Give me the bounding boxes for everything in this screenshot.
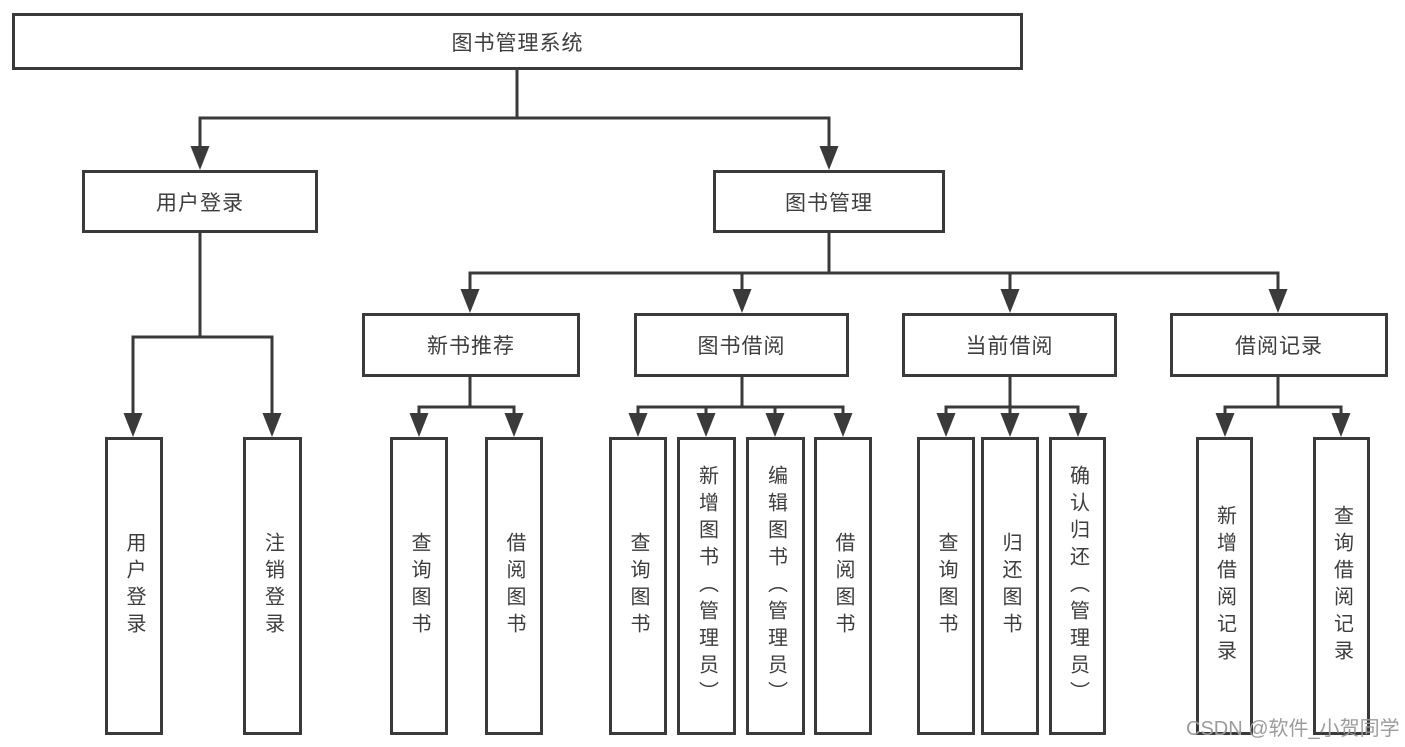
leaf-query-book-newbook: 查询图书 <box>390 437 448 735</box>
arrow-down-icon <box>936 413 956 437</box>
leaf-add-book-admin: 新增图书（管理员） <box>677 437 736 735</box>
node-user-login: 用户登录 <box>82 170 318 233</box>
node-label: 当前借阅 <box>965 335 1054 358</box>
node-current-borrow: 当前借阅 <box>902 313 1117 377</box>
leaf-label: 编辑图书（管理员） <box>764 464 787 708</box>
leaf-user-login: 用户登录 <box>105 437 163 735</box>
node-root-label: 图书管理系统 <box>451 31 584 55</box>
leaf-label: 用户登录 <box>123 532 145 640</box>
arrow-down-icon <box>504 413 524 437</box>
arrowheads <box>123 146 1351 437</box>
connector <box>417 405 516 421</box>
arrow-down-icon <box>409 413 429 437</box>
arrow-down-icon <box>262 413 282 437</box>
arrow-down-icon <box>1268 289 1288 313</box>
leaf-return-book: 归还图书 <box>981 437 1039 735</box>
node-borrow-records: 借阅记录 <box>1170 313 1388 377</box>
arrow-down-icon <box>819 146 839 170</box>
leaf-logout: 注销登录 <box>243 437 302 735</box>
connector <box>1223 405 1343 421</box>
leaf-label: 借阅图书 <box>503 532 525 640</box>
connector <box>131 335 274 421</box>
leaf-borrow-book-newbook: 借阅图书 <box>485 437 543 735</box>
arrow-down-icon <box>190 146 210 170</box>
leaf-label: 注销登录 <box>261 532 284 640</box>
leaf-query-borrow-record: 查询借阅记录 <box>1313 437 1370 735</box>
arrow-down-icon <box>1215 413 1235 437</box>
leaf-label: 查询图书 <box>935 532 957 640</box>
leaf-confirm-return-admin: 确认归还（管理员） <box>1049 437 1106 735</box>
node-root: 图书管理系统 <box>12 13 1023 70</box>
arrow-down-icon <box>696 413 716 437</box>
node-label: 图书管理 <box>785 191 873 215</box>
leaf-edit-book-admin: 编辑图书（管理员） <box>746 437 805 735</box>
leaf-label: 新增图书（管理员） <box>695 464 718 708</box>
arrow-down-icon <box>732 289 752 313</box>
arrow-down-icon <box>1068 413 1088 437</box>
leaf-label: 借阅图书 <box>832 532 854 640</box>
arrow-down-icon <box>1000 413 1020 437</box>
leaf-label: 新增借阅记录 <box>1213 505 1236 667</box>
node-new-book-recommend: 新书推荐 <box>362 313 580 377</box>
leaf-label: 查询借阅记录 <box>1330 505 1353 667</box>
leaf-query-book-borrow: 查询图书 <box>609 437 667 735</box>
leaf-label: 确认归还（管理员） <box>1066 464 1089 708</box>
arrow-down-icon <box>460 289 480 313</box>
node-label: 借阅记录 <box>1235 335 1323 358</box>
node-book-borrow: 图书借阅 <box>634 313 849 377</box>
arrow-down-icon <box>628 413 648 437</box>
node-book-management: 图书管理 <box>713 170 945 233</box>
connector <box>636 405 845 421</box>
csdn-watermark: CSDN @软件_小贺同学 <box>1186 718 1400 740</box>
arrow-down-icon <box>1331 413 1351 437</box>
leaf-label: 归还图书 <box>999 532 1021 640</box>
arrow-down-icon <box>765 413 785 437</box>
leaf-add-borrow-record: 新增借阅记录 <box>1196 437 1253 735</box>
arrow-down-icon <box>1000 289 1020 313</box>
arrow-down-icon <box>833 413 853 437</box>
leaf-label: 查询图书 <box>408 532 430 640</box>
arrow-down-icon <box>123 413 143 437</box>
leaf-query-book-current: 查询图书 <box>917 437 975 735</box>
node-label: 用户登录 <box>156 191 244 215</box>
connector <box>468 271 1280 297</box>
connector <box>198 116 831 152</box>
node-label: 新书推荐 <box>427 335 515 358</box>
leaf-label: 查询图书 <box>627 532 649 640</box>
leaf-borrow-book: 借阅图书 <box>814 437 872 735</box>
node-label: 图书借阅 <box>697 335 786 358</box>
